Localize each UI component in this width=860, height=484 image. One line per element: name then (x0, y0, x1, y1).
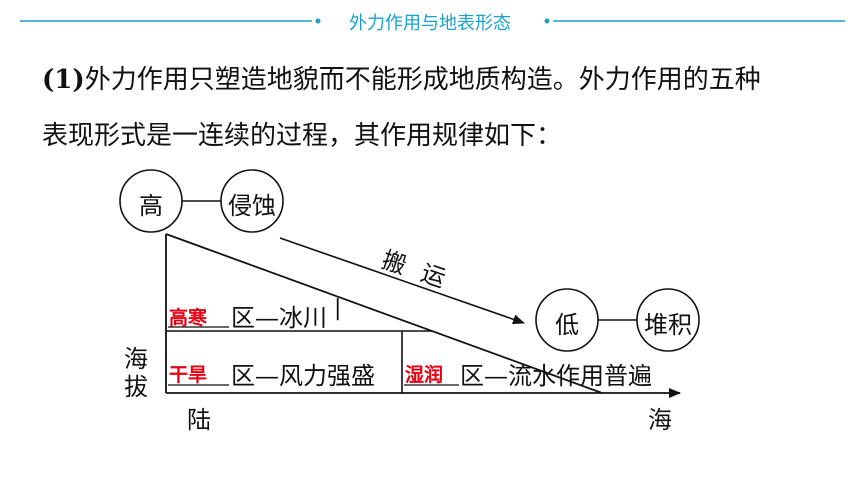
axis-sea-label: 海 (648, 406, 672, 434)
paragraph-line-2: 表现形式是一连续的过程，其作用规律如下： (42, 121, 563, 151)
answer-alpine: 高寒 (169, 307, 208, 329)
header-title: 外力作用与地表形态 (349, 13, 511, 34)
node-high-label: 高 (139, 192, 163, 220)
node-deposition-label: 堆积 (644, 311, 692, 339)
zone-arid-text: 区—风力强盛 (231, 362, 375, 390)
section-header: 外力作用与地表形态 (0, 0, 860, 40)
paragraph-line-1: (1)外力作用只塑造地貌而不能形成地质构造。外力作用的五种 (42, 52, 842, 108)
answer-arid: 干旱 (169, 364, 208, 386)
body-paragraph: (1)外力作用只塑造地貌而不能形成地质构造。外力作用的五种 表现形式是一连续的过… (42, 52, 842, 164)
paragraph-line-1-text: 外力作用只塑造地貌而不能形成地质构造。外力作用的五种 (84, 65, 761, 95)
node-erosion-label: 侵蚀 (228, 192, 276, 220)
zone-alpine-text: 区—冰川 (231, 304, 327, 332)
zone-humid-text: 区—流水作用普遍 (460, 362, 652, 390)
transport-arrow (279, 237, 525, 325)
answer-humid: 湿润 (405, 364, 444, 386)
paragraph-number: (1) (42, 65, 85, 95)
axis-altitude-label-1: 海 (124, 345, 148, 373)
node-low-label: 低 (555, 311, 579, 339)
text-cursor: | (334, 296, 342, 321)
axis-land-label: 陆 (187, 406, 211, 434)
axis-altitude-label-2: 拔 (124, 373, 148, 401)
slope-line (165, 233, 603, 394)
header-rule (20, 18, 845, 24)
